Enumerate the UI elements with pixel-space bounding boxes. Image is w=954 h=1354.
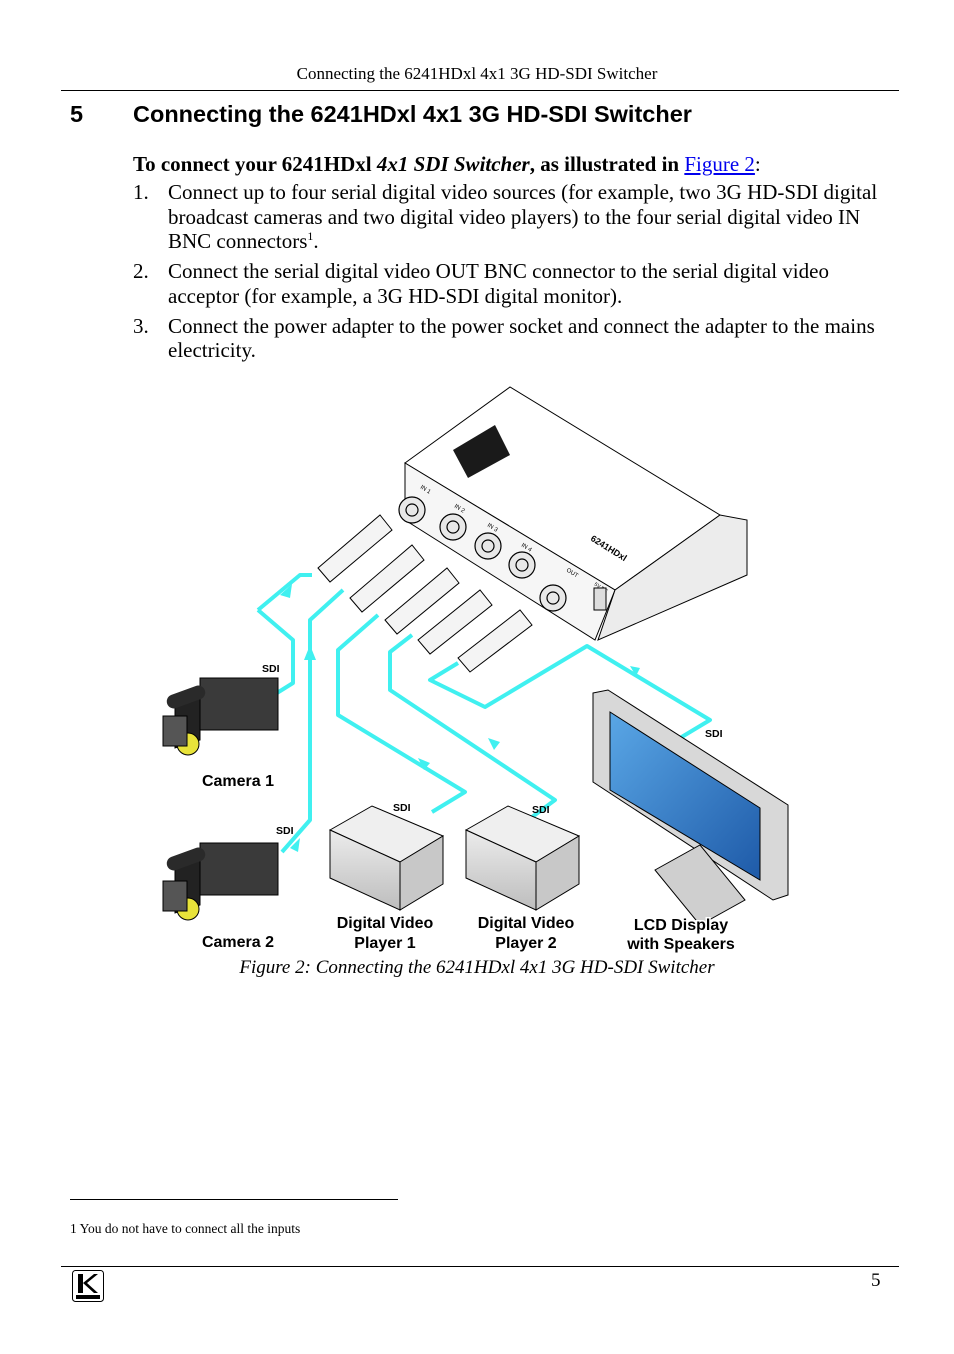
sdi-label-player1: SDI xyxy=(393,802,411,814)
page-number: 5 xyxy=(871,1270,881,1291)
port-label-in4: IN 4 xyxy=(520,543,533,554)
step-text: Connect up to four serial digital video … xyxy=(168,180,878,253)
step-number: 1. xyxy=(133,180,149,204)
footnote-rule xyxy=(70,1199,398,1200)
footnote: 1 You do not have to connect all the inp… xyxy=(70,1221,300,1237)
step-end: . xyxy=(313,229,319,253)
step-text: Connect the serial digital video OUT BNC… xyxy=(168,259,829,308)
port-label-in2: IN 2 xyxy=(453,504,466,515)
switcher-device: 6241HDxl IN 1 IN 2 IN 3 IN 4 OUT 5V DC xyxy=(398,386,748,641)
camera-1 xyxy=(162,677,279,756)
footnote-text: You do not have to connect all the input… xyxy=(79,1221,301,1236)
section-title-text: Connecting the 6241HDxl 4x1 3G HD-SDI Sw… xyxy=(133,101,692,127)
footer-rule xyxy=(61,1266,899,1267)
bnc-plugs xyxy=(317,514,533,673)
step-2: 2. Connect the serial digital video OUT B… xyxy=(133,259,878,308)
step-1: 1.Connect up to four serial digital vide… xyxy=(133,180,878,254)
kramer-logo-badge xyxy=(453,425,510,478)
section-title: 5 Connecting the 6241HDxl 4x1 3G HD-SDI S… xyxy=(70,101,692,128)
header-rule xyxy=(61,90,899,92)
connection-diagram: 6241HDxl IN 1 IN 2 IN 3 IN 4 OUT 5V DC xyxy=(162,386,789,955)
figure-caption: Figure 2: Connecting the 6241HDxl 4x1 3G… xyxy=(239,957,715,978)
intro-suffix: : xyxy=(754,152,761,176)
player-2-label-line1: Digital Video xyxy=(478,915,575,932)
sdi-label-player2: SDI xyxy=(532,804,550,816)
section-number: 5 xyxy=(70,101,84,127)
camera-2 xyxy=(162,842,279,921)
video-player-1 xyxy=(328,805,445,911)
bnc-connectors xyxy=(398,496,567,612)
step-3: 3. Connect the power adapter to the power… xyxy=(133,314,878,363)
step-number: 3. xyxy=(133,313,149,338)
player-1-label-line1: Digital Video xyxy=(337,915,434,932)
kramer-logo-icon xyxy=(72,1270,104,1302)
step-number: 2. xyxy=(133,259,149,283)
intro-line: To connect your 6241HDxl 4x1 SDI Switche… xyxy=(133,152,761,177)
player-2-label-line2: Player 2 xyxy=(495,935,556,952)
running-header: Connecting the 6241HDxl 4x1 3G HD-SDI Sw… xyxy=(296,64,658,83)
steps-list: 1.Connect up to four serial digital vide… xyxy=(133,180,878,368)
footnote-ref[interactable]: 1 xyxy=(307,229,314,243)
intro-italic: 4x1 SDI Switcher xyxy=(376,152,530,176)
step-text: Connect the power adapter to the power s… xyxy=(168,313,875,363)
sdi-label-camera2: SDI xyxy=(276,825,294,837)
player-1-label-line2: Player 1 xyxy=(354,935,415,952)
figure-2-link[interactable]: Figure 2 xyxy=(684,152,755,176)
display-label-line1: LCD Display xyxy=(634,917,728,934)
sdi-cables xyxy=(254,573,712,854)
lcd-display xyxy=(592,689,789,926)
intro-prefix: To connect your 6241HDxl xyxy=(133,152,377,176)
cable-arrows xyxy=(280,584,640,852)
camera-2-label: Camera 2 xyxy=(202,934,274,951)
port-label-out: OUT xyxy=(565,568,579,580)
sdi-label-camera1: SDI xyxy=(262,663,280,675)
sdi-label-display: SDI xyxy=(705,728,723,740)
display-label-line2: with Speakers xyxy=(626,936,735,953)
port-label-in1: IN 1 xyxy=(419,485,432,496)
video-player-2 xyxy=(464,805,581,911)
port-label-in3: IN 3 xyxy=(486,523,499,534)
footnote-mark: 1 xyxy=(70,1221,77,1236)
camera-1-label: Camera 1 xyxy=(202,773,274,790)
power-socket xyxy=(593,587,607,611)
intro-middle: , as illustrated in xyxy=(529,152,685,176)
